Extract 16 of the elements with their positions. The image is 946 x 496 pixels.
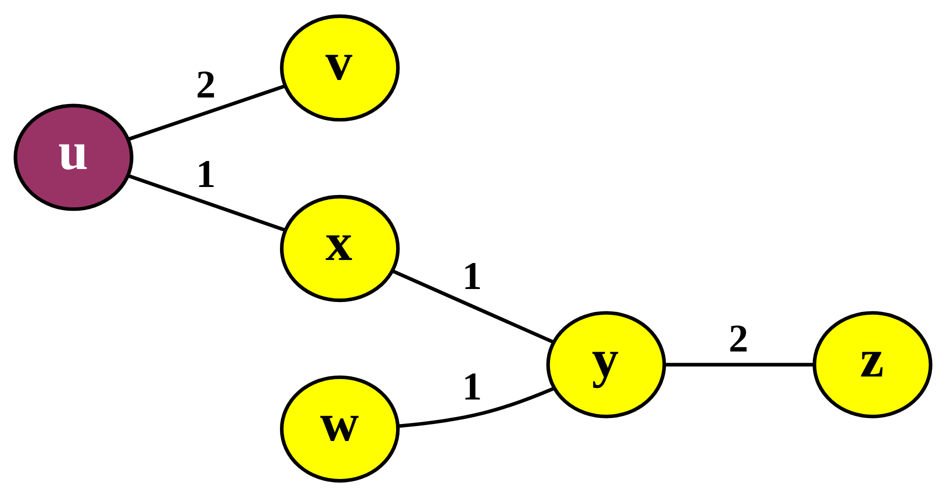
edge-label: 1: [462, 253, 482, 298]
node-ellipse: v: [280, 14, 400, 122]
edge-label: 1: [462, 364, 482, 408]
connector: [398, 386, 555, 428]
connector: [392, 268, 554, 344]
edge-label: 2: [728, 316, 748, 360]
connector: [664, 362, 814, 366]
node-ellipse: z: [812, 310, 932, 418]
node-ellipse: y: [546, 310, 666, 418]
edge-label: 1: [196, 152, 216, 196]
node-ellipse: w: [280, 374, 400, 482]
connector: [128, 84, 286, 140]
node-ellipse: x: [280, 194, 400, 302]
node-ellipse: u: [14, 103, 134, 210]
edge-label: 2: [196, 62, 216, 106]
connector: [128, 174, 286, 232]
